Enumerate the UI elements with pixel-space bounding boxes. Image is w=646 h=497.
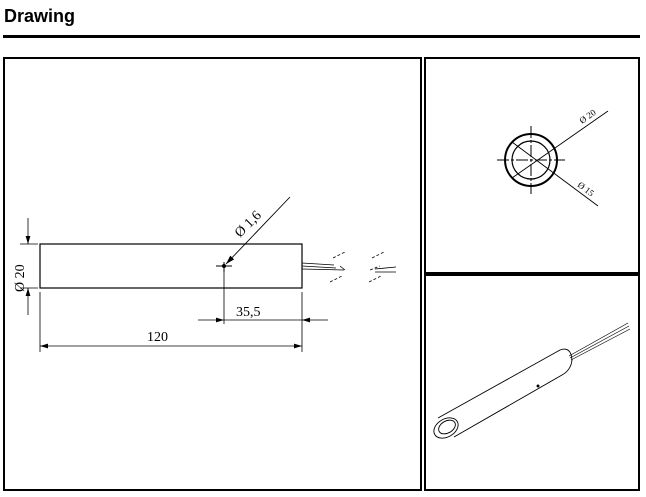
center-lines — [497, 126, 565, 194]
section-title: Drawing — [4, 6, 76, 26]
diameter-label: Ø 20 — [13, 264, 28, 292]
hole-point — [222, 264, 226, 268]
tube-end-outer — [433, 417, 459, 439]
hole-offset-label: 35,5 — [236, 305, 261, 320]
tube-outline — [437, 348, 573, 438]
tube-body — [39, 243, 303, 289]
isometric-wires — [568, 322, 631, 361]
wires — [301, 262, 397, 273]
hole-leader — [225, 196, 291, 265]
side-view — [20, 196, 397, 352]
end-view — [497, 110, 609, 207]
hole-diameter-label: Ø 1,6 — [232, 208, 265, 241]
end-view-frame — [424, 57, 640, 274]
outer-diameter-leader — [511, 110, 609, 179]
isometric-view — [433, 322, 631, 439]
side-view-frame — [3, 57, 422, 491]
length-label: 120 — [147, 330, 168, 345]
isometric-view-frame — [424, 274, 640, 491]
inner-diameter-leader — [511, 141, 599, 207]
inner-diameter-label: Ø 15 — [576, 180, 597, 199]
title-divider — [3, 35, 640, 38]
isometric-hole-point — [536, 384, 540, 388]
tube-end-inner — [438, 419, 456, 435]
outer-diameter-label: Ø 20 — [577, 107, 598, 126]
break-marks — [329, 251, 385, 283]
length-extension-lines — [39, 272, 303, 352]
